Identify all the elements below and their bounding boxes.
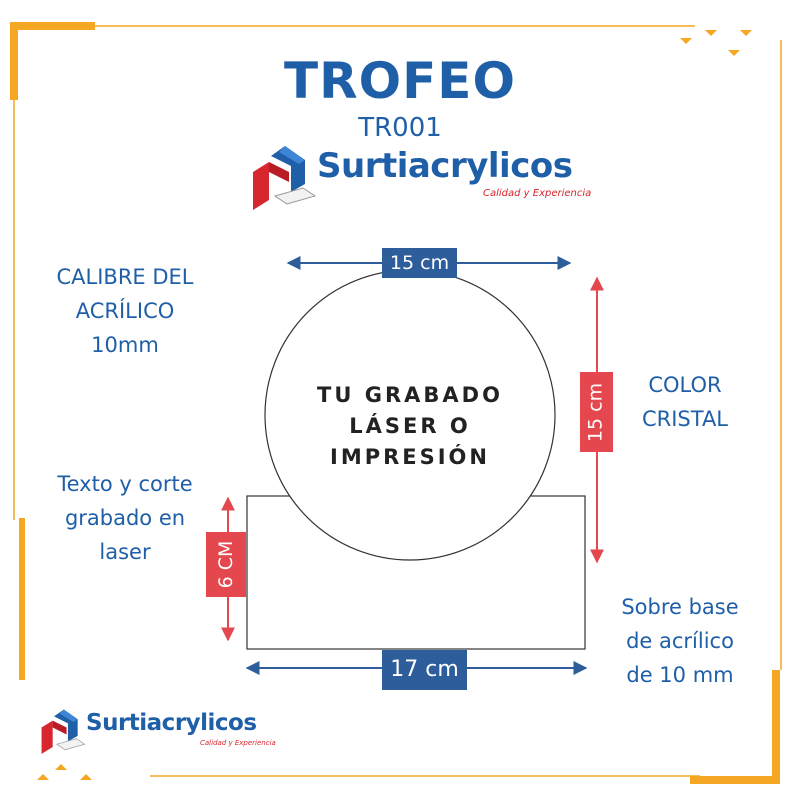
triangle-decor (740, 30, 752, 36)
base-line-3: de 10 mm (626, 663, 734, 687)
engraving-line-2: LÁSER O (349, 414, 471, 438)
base-width-label: 17 cm (382, 650, 467, 690)
color-note: COLOR CRISTAL (620, 368, 750, 436)
brand-tagline: Calidad y Experiencia (483, 188, 592, 199)
triangle-decor (80, 774, 92, 780)
circle-width-label: 15 cm (382, 248, 457, 278)
engraving-line-3: IMPRESIÓN (330, 445, 490, 469)
brand-name: Surtiacrylicos (86, 710, 257, 736)
color-line-2: CRISTAL (641, 407, 729, 431)
caliber-line-3: 10mm (91, 333, 159, 357)
circle-height-label-box: 15 cm (580, 372, 613, 452)
logo-mark-icon (41, 709, 86, 754)
caliber-line-2: ACRÍLICO (75, 299, 175, 323)
engraving-note-line-3: laser (99, 540, 151, 564)
triangle-decor (37, 774, 49, 780)
brand-tagline: Calidad y Experiencia (200, 739, 276, 747)
engraving-note-line-2: grabado en (64, 506, 186, 530)
base-note: Sobre base de acrílico de 10 mm (595, 590, 765, 692)
triangle-decor (705, 30, 717, 36)
frame-corner-bottom-right (690, 670, 780, 784)
engraving-area-text: TU GRABADO LÁSER O IMPRESIÓN (265, 380, 555, 473)
triangle-decor (728, 50, 740, 56)
brand-logo-top: Surtiacrylicos Calidad y Experiencia (245, 142, 595, 212)
frame-corner-top-left (10, 22, 95, 100)
base-line-1: Sobre base (621, 595, 739, 619)
triangle-decor (680, 38, 692, 44)
logo-mark-icon (253, 146, 317, 210)
base-height-label: 6 CM (215, 540, 237, 589)
triangle-decor (55, 764, 67, 770)
base-height-label-box: 6 CM (206, 532, 246, 597)
engraving-line-1: TU GRABADO (317, 383, 503, 407)
page-title: TROFEO (284, 52, 516, 110)
caliber-note: CALIBRE DEL ACRÍLICO 10mm (40, 260, 210, 362)
engraving-note-line-1: Texto y corte (57, 472, 193, 496)
brand-logo-bottom: Surtiacrylicos Calidad y Experiencia (36, 706, 296, 756)
caliber-line-1: CALIBRE DEL (56, 265, 194, 289)
base-line-2: de acrílico (626, 629, 734, 653)
brand-name: Surtiacrylicos (317, 146, 573, 186)
engraving-note: Texto y corte grabado en laser (30, 467, 220, 569)
circle-height-label: 15 cm (584, 382, 607, 443)
color-line-1: COLOR (648, 373, 722, 397)
product-code: TR001 (358, 113, 442, 143)
